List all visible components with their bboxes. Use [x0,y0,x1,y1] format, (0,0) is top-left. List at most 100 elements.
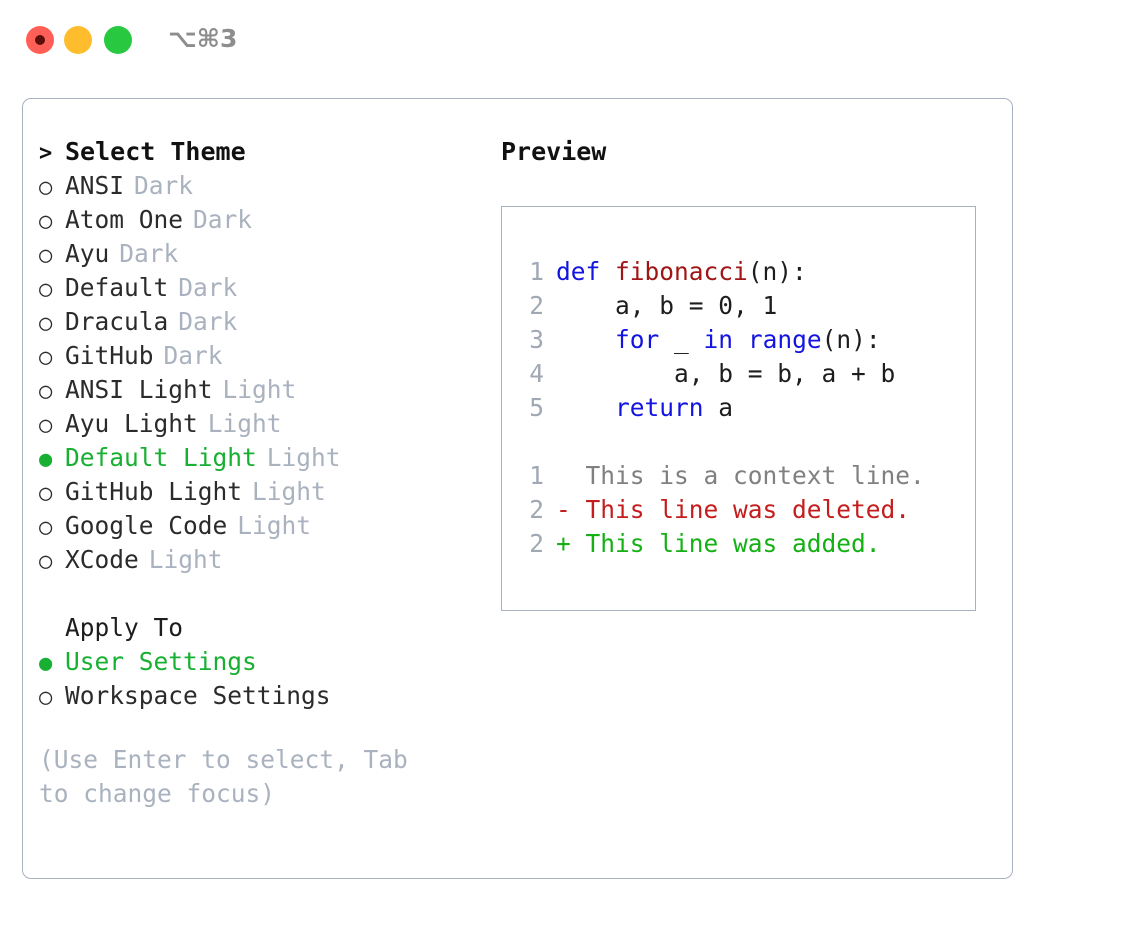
code-token: (n): [747,257,807,286]
theme-category: Light [266,443,341,472]
code-line: 1 def fibonacci(n): [518,255,925,289]
minimize-button[interactable] [64,26,92,54]
code-token: a, b = b, a + b [556,359,896,388]
apply-to-header: Apply To [65,613,184,642]
apply-to-item[interactable]: ○ Workspace Settings [39,679,469,713]
code-token: a, b = 0, 1 [556,291,778,320]
theme-category: Light [207,409,282,438]
code-token: return [615,393,704,422]
radio-unselected-icon: ○ [39,209,53,234]
radio-unselected-icon: ○ [39,515,53,540]
code-token [556,393,615,422]
keyboard-shortcut-label: ⌥⌘3 [168,24,238,53]
radio-selected-icon: ● [39,651,53,676]
list-spacer [39,577,469,611]
theme-list-header-label: Select Theme [65,137,246,166]
theme-list-item[interactable]: ○ Atom One Dark [39,203,469,237]
theme-category: Light [252,477,326,506]
close-button[interactable] [26,26,54,54]
maximize-button[interactable] [104,26,132,54]
theme-category: Dark [193,205,253,234]
theme-list-item[interactable]: ○ GitHub Dark [39,339,469,373]
theme-name: Atom One [65,205,184,234]
diff-text: This is a context line. [556,461,925,490]
theme-category: Light [148,545,223,574]
apply-to-label: User Settings [65,647,257,676]
prompt-caret-icon: > [39,141,53,166]
theme-name: ANSI [65,171,125,200]
code-token: for [615,325,660,354]
radio-unselected-icon: ○ [39,379,53,404]
code-token [733,325,748,354]
code-token [600,257,615,286]
theme-name: Default Light [65,443,257,472]
diff-line: 1 This is a context line. [518,459,925,493]
theme-category: Dark [178,273,238,302]
code-token: def [556,257,601,286]
diff-line: 2 + This line was added. [518,527,925,561]
apply-to-list: ● User Settings ○ Workspace Settings [39,645,469,713]
radio-unselected-icon: ○ [39,685,53,710]
radio-selected-icon: ● [39,447,53,472]
code-line: 3 for _ in range(n): [518,323,925,357]
line-number: 1 [529,461,544,490]
theme-name: GitHub [65,341,154,370]
theme-name: GitHub Light [65,477,243,506]
theme-category: Light [237,511,312,540]
code-token: _ [659,325,704,354]
code-token: a [703,393,734,422]
line-number: 4 [529,359,544,388]
theme-name: Ayu Light [65,409,198,438]
diff-text: - This line was deleted. [556,495,911,524]
theme-list-item[interactable]: ● Default Light Light [39,441,469,475]
code-token: fibonacci [615,257,748,286]
keyboard-hint: (Use Enter to select, Tab to change focu… [39,745,408,808]
line-number: 2 [529,291,544,320]
apply-to-label: Workspace Settings [65,681,331,710]
code-line: 5 return a [518,391,925,425]
theme-category: Dark [178,307,238,336]
code-diff-separator [518,425,925,459]
theme-list-header: > Select Theme [39,135,469,169]
line-number: 3 [529,325,544,354]
code-token [556,325,615,354]
radio-unselected-icon: ○ [39,345,53,370]
radio-unselected-icon: ○ [39,413,53,438]
theme-list-item[interactable]: ○ ANSI Light Light [39,373,469,407]
theme-list-item[interactable]: ○ Default Dark [39,271,469,305]
theme-list-item[interactable]: ○ Google Code Light [39,509,469,543]
theme-list-item[interactable]: ○ Ayu Light Light [39,407,469,441]
line-number: 2 [529,495,544,524]
line-number: 1 [529,257,544,286]
code-line: 4 a, b = b, a + b [518,357,925,391]
theme-name: Default [65,273,169,302]
theme-name: ANSI Light [65,375,213,404]
theme-name: Google Code [65,511,228,540]
theme-category: Light [222,375,297,404]
preview-title: Preview [501,137,607,166]
theme-name: Dracula [65,307,169,336]
line-number: 2 [529,529,544,558]
radio-unselected-icon: ○ [39,277,53,302]
code-token: range [747,325,822,354]
code-token: in [703,325,734,354]
radio-unselected-icon: ○ [39,175,53,200]
line-number: 5 [529,393,544,422]
code-token: (n): [821,325,881,354]
apply-to-item[interactable]: ● User Settings [39,645,469,679]
radio-unselected-icon: ○ [39,243,53,268]
diff-text: + This line was added. [556,529,881,558]
code-line: 2 a, b = 0, 1 [518,289,925,323]
theme-category: Dark [163,341,223,370]
